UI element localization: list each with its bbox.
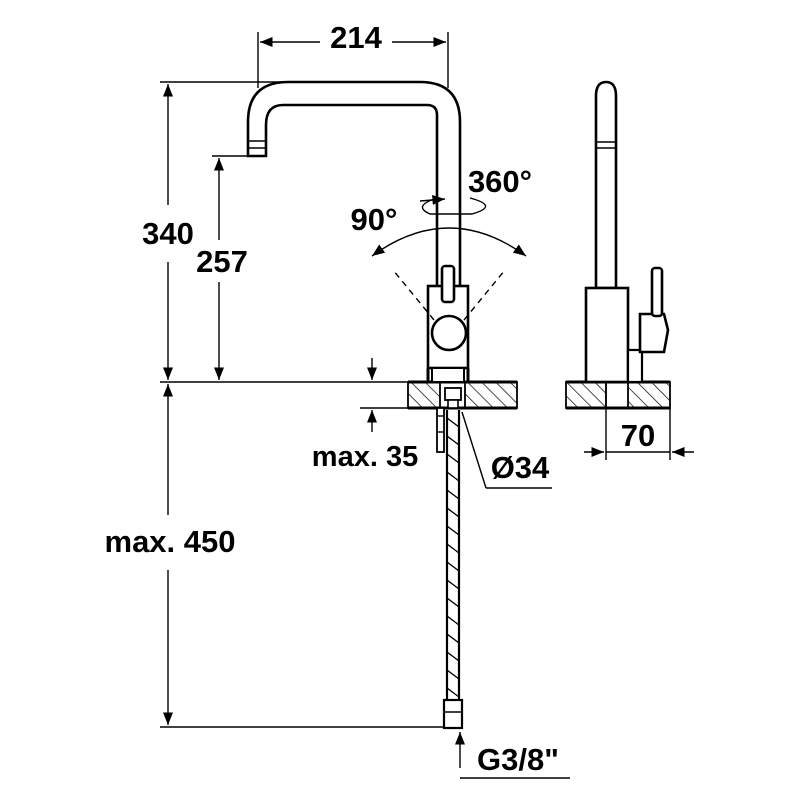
dim-spout-reach: 214 bbox=[330, 20, 382, 55]
side-body bbox=[584, 286, 630, 384]
countertop-section bbox=[407, 380, 518, 410]
dim-lever-angle: 90° bbox=[351, 202, 398, 237]
dim-hole-diameter: Ø34 bbox=[491, 450, 550, 485]
rotation-indicator bbox=[419, 194, 487, 215]
dim-depth: 70 bbox=[621, 418, 655, 453]
mounting-rod bbox=[436, 407, 445, 453]
spout bbox=[246, 80, 462, 298]
side-spout bbox=[594, 80, 618, 290]
supply-hose bbox=[442, 387, 464, 730]
side-lever bbox=[638, 312, 670, 354]
dimension-lines bbox=[160, 32, 570, 779]
dim-connection-thread: G3/8" bbox=[477, 742, 559, 777]
side-view bbox=[565, 80, 694, 460]
dim-hose-length: max. 450 bbox=[105, 524, 236, 559]
dim-total-height: 340 bbox=[142, 216, 194, 251]
front-view bbox=[246, 80, 527, 730]
dim-outlet-height: 257 bbox=[196, 244, 248, 279]
lever-angle-arc bbox=[371, 227, 527, 257]
lever-hub bbox=[430, 314, 468, 352]
lever-handle bbox=[440, 264, 456, 304]
dim-max-counter-thickness: max. 35 bbox=[312, 441, 418, 473]
dim-rotation-angle: 360° bbox=[468, 164, 532, 199]
